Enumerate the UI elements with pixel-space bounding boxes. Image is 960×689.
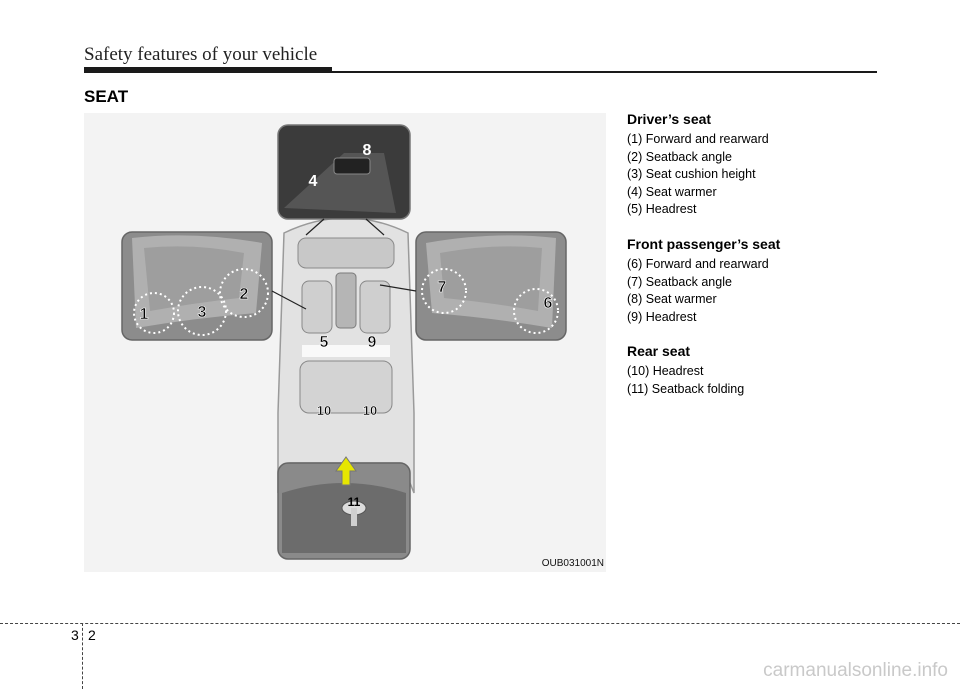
group-passenger-seat: Front passenger’s seat (6) Forward and r…: [627, 236, 927, 326]
callouts: 1 2 3 4 5 6 7 8 9 10 10 11: [139, 142, 553, 509]
center-console: [335, 272, 357, 329]
highlight-ring: [177, 286, 227, 336]
leader-line: [379, 284, 417, 292]
list-item: (4) Seat warmer: [627, 184, 717, 199]
callout-10-right: 10: [363, 403, 377, 418]
footer-rule: [0, 623, 960, 624]
seat-illustration: 1 2 3 4 5 6 7 8 9 10 10 11 OUB031001N: [84, 113, 606, 572]
floor-highlight: [302, 345, 390, 357]
list-item: (1) Forward and rearward: [627, 132, 769, 146]
callout-1: 1: [140, 306, 149, 323]
seat-diagram-svg: 1 2 3 4 5 6 7 8 9 10 10 11: [121, 124, 567, 560]
list-item: (5) Headrest: [627, 202, 697, 217]
chapter-number: 3: [71, 627, 79, 643]
figure-code: OUB031001N: [541, 558, 604, 569]
list-item: (10) Headrest: [627, 364, 704, 379]
rear-bench: [299, 360, 393, 414]
list-item: (2) Seatback angle: [627, 149, 732, 164]
section-title: SEAT: [84, 87, 129, 106]
up-arrow: [335, 456, 357, 486]
callout-4: 4: [309, 173, 318, 190]
highlight-ring: [219, 268, 269, 318]
list-item: (9) Headrest: [627, 309, 697, 324]
footer-divider: [82, 623, 83, 689]
callout-10-left: 10: [317, 403, 331, 418]
callout-6: 6: [544, 295, 553, 312]
callout-2: 2: [240, 286, 249, 303]
leader-line: [365, 218, 385, 236]
group-rear-seat: Rear seat (10) Headrest (11) Seatback fo…: [627, 343, 927, 398]
callout-5: 5: [320, 334, 329, 351]
highlight-ring: [133, 292, 175, 334]
list-item: (6) Forward and rearward: [627, 256, 769, 271]
list-item: (8) Seat warmer: [627, 292, 717, 307]
header-rule-thick: [84, 67, 332, 73]
highlight-ring: [513, 288, 559, 334]
list-item: (7) Seatback angle: [627, 274, 732, 289]
callout-3: 3: [198, 304, 207, 321]
list-item: (11) Seatback folding: [627, 381, 745, 396]
callout-11: 11: [348, 495, 361, 509]
dashboard: [297, 237, 395, 269]
group-title: Rear seat: [627, 343, 691, 360]
page-header-title: Safety features of your vehicle: [84, 44, 318, 65]
page-number: 2: [88, 627, 96, 643]
front-left-seat: [301, 280, 333, 334]
header-rule-thin: [332, 71, 877, 73]
list-item: (3) Seat cushion height: [627, 167, 756, 182]
group-title: Driver’s seat: [627, 111, 712, 127]
front-right-seat: [359, 280, 391, 334]
leader-line: [271, 290, 307, 310]
callout-7: 7: [438, 279, 447, 296]
watermark: carmanualsonline.info: [763, 660, 948, 681]
group-title: Front passenger’s seat: [627, 235, 781, 252]
group-drivers-seat: Driver’s seat (1) Forward and rearward (…: [627, 111, 927, 219]
callout-9: 9: [368, 334, 377, 351]
highlight-ring: [421, 268, 467, 314]
leader-line: [305, 218, 325, 236]
legend-text: Driver’s seat (1) Forward and rearward (…: [627, 111, 927, 416]
callout-8: 8: [363, 142, 372, 159]
